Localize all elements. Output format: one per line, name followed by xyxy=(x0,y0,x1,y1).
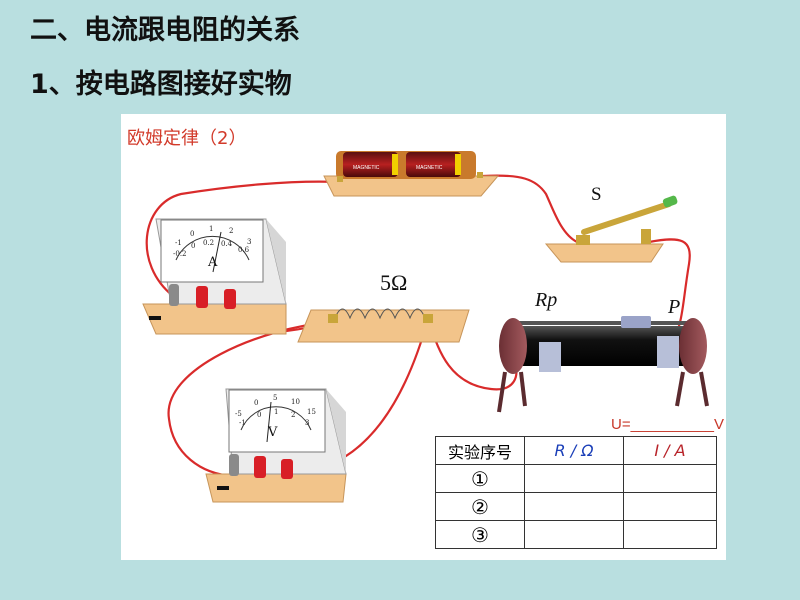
svg-text:-0.2: -0.2 xyxy=(173,250,187,258)
table-row: ③ xyxy=(435,520,717,549)
diagram-title: 欧姆定律（2） xyxy=(127,128,247,149)
row-number: ① xyxy=(435,464,525,493)
ammeter-outer-scale: -1 0 1 2 3 xyxy=(175,225,251,247)
resistance-cell[interactable] xyxy=(524,492,624,521)
circuit-diagram-panel: MAGNETIC MAGNETIC A -1 0 1 xyxy=(121,114,726,560)
header-trial: 实验序号 xyxy=(435,436,525,465)
resistor-label: 5Ω xyxy=(380,270,408,295)
wire-battery-to-ammeter xyxy=(145,180,341,298)
wire-switch-to-rheostat xyxy=(647,238,691,328)
table-row: ② xyxy=(435,492,717,521)
svg-text:0: 0 xyxy=(257,411,261,419)
battery-holder: MAGNETIC MAGNETIC xyxy=(323,151,500,197)
ammeter-unit-label: A xyxy=(207,255,218,270)
svg-text:0: 0 xyxy=(191,242,195,250)
battery-label-2: MAGNETIC xyxy=(416,165,443,171)
resistor xyxy=(297,308,470,343)
svg-text:0.4: 0.4 xyxy=(221,240,233,248)
ammeter: A -1 0 1 2 3 -0.2 0 0.2 0.4 0.6 xyxy=(142,218,287,335)
svg-text:1: 1 xyxy=(209,225,213,233)
section-heading: 二、电流跟电阻的关系 xyxy=(30,15,300,46)
svg-text:1: 1 xyxy=(274,408,278,416)
data-table: 实验序号 R / Ω I / A ① ② ③ xyxy=(435,436,717,549)
svg-text:10: 10 xyxy=(291,398,300,406)
svg-text:0.2: 0.2 xyxy=(203,239,214,247)
wire-battery-to-switch xyxy=(481,174,579,244)
svg-text:3: 3 xyxy=(247,238,251,246)
voltmeter: V -5 0 5 10 15 -1 0 1 2 3 xyxy=(205,388,347,503)
svg-text:15: 15 xyxy=(307,408,316,416)
header-current: I / A xyxy=(623,436,717,465)
ammeter-inner-scale: -0.2 0 0.2 0.4 0.6 xyxy=(173,239,250,258)
svg-text:0.6: 0.6 xyxy=(238,246,250,254)
svg-text:0: 0 xyxy=(190,230,194,238)
current-cell[interactable] xyxy=(623,492,717,521)
resistance-cell[interactable] xyxy=(524,464,624,493)
circuit-diagram: MAGNETIC MAGNETIC A -1 0 1 xyxy=(142,151,709,503)
voltage-note: U=__________V xyxy=(611,416,725,433)
svg-text:-1: -1 xyxy=(175,239,182,247)
voltmeter-outer-scale: -5 0 5 10 15 xyxy=(235,394,316,418)
rheostat-label: Rp xyxy=(535,289,558,311)
current-cell[interactable] xyxy=(623,464,717,493)
current-cell[interactable] xyxy=(623,520,717,549)
knife-switch xyxy=(544,195,678,263)
row-number: ② xyxy=(435,492,525,521)
header-resistance: R / Ω xyxy=(524,436,624,465)
svg-text:-5: -5 xyxy=(235,410,242,418)
slider-label: P xyxy=(668,296,681,318)
svg-text:5: 5 xyxy=(273,394,277,402)
svg-text:2: 2 xyxy=(291,411,295,419)
battery-label-1: MAGNETIC xyxy=(353,165,380,171)
svg-text:-1: -1 xyxy=(239,419,246,427)
table-row: ① xyxy=(435,464,717,493)
rheostat xyxy=(497,316,709,413)
svg-text:0: 0 xyxy=(254,399,258,407)
svg-text:2: 2 xyxy=(229,227,233,235)
svg-text:3: 3 xyxy=(305,419,309,427)
voltmeter-unit-label: V xyxy=(267,425,278,440)
switch-label: S xyxy=(591,184,602,205)
step-heading: 1、按电路图接好实物 xyxy=(30,69,292,100)
voltmeter-inner-scale: -1 0 1 2 3 xyxy=(239,408,309,427)
resistance-cell[interactable] xyxy=(524,520,624,549)
table-header-row: 实验序号 R / Ω I / A xyxy=(435,436,717,465)
row-number: ③ xyxy=(435,520,525,549)
